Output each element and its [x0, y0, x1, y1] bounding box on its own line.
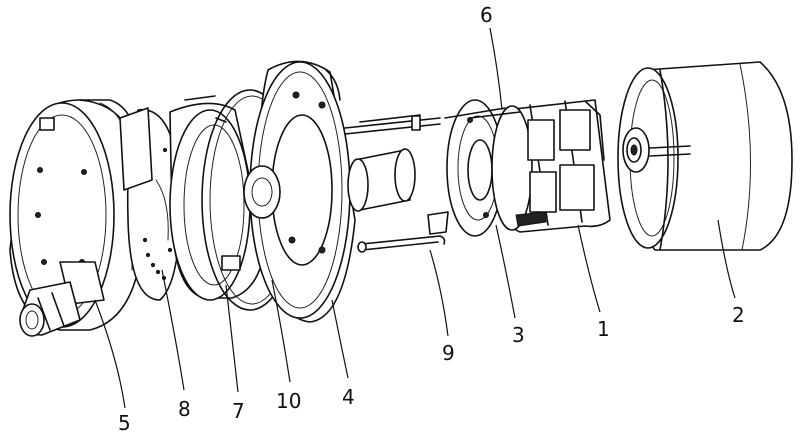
callout-labels: 6 2 1 3 9 4 10 7 8 5	[118, 3, 745, 435]
part-6-lead	[469, 111, 521, 119]
callout-2: 2	[732, 303, 745, 327]
callout-4: 4	[342, 385, 355, 409]
leader-3	[495, 224, 516, 319]
motor-shaft-assembly	[344, 114, 449, 253]
callout-8: 8	[178, 397, 191, 421]
part-3-bearing-plate	[444, 99, 506, 237]
callout-9: 9	[442, 341, 455, 365]
leader-1	[577, 224, 601, 313]
leader-7	[225, 284, 239, 393]
callout-3: 3	[512, 323, 525, 347]
part-5-rear-housing	[9, 99, 141, 337]
leader-5	[94, 299, 126, 409]
callout-6: 6	[480, 3, 493, 27]
part-2-rotor-cup	[617, 61, 793, 251]
part-4-flange	[243, 60, 356, 323]
leader-lines	[94, 27, 736, 409]
part-1-stator	[491, 99, 611, 233]
leader-4	[331, 299, 349, 379]
callout-5: 5	[118, 411, 131, 435]
leader-6	[489, 27, 503, 111]
leader-2	[717, 219, 736, 299]
leader-9	[429, 249, 449, 337]
part-8-circuit-board	[119, 107, 181, 301]
callout-10: 10	[276, 389, 301, 413]
callout-1: 1	[597, 317, 610, 341]
callout-7: 7	[232, 399, 245, 423]
leader-10	[271, 279, 291, 383]
leader-8	[161, 269, 185, 391]
